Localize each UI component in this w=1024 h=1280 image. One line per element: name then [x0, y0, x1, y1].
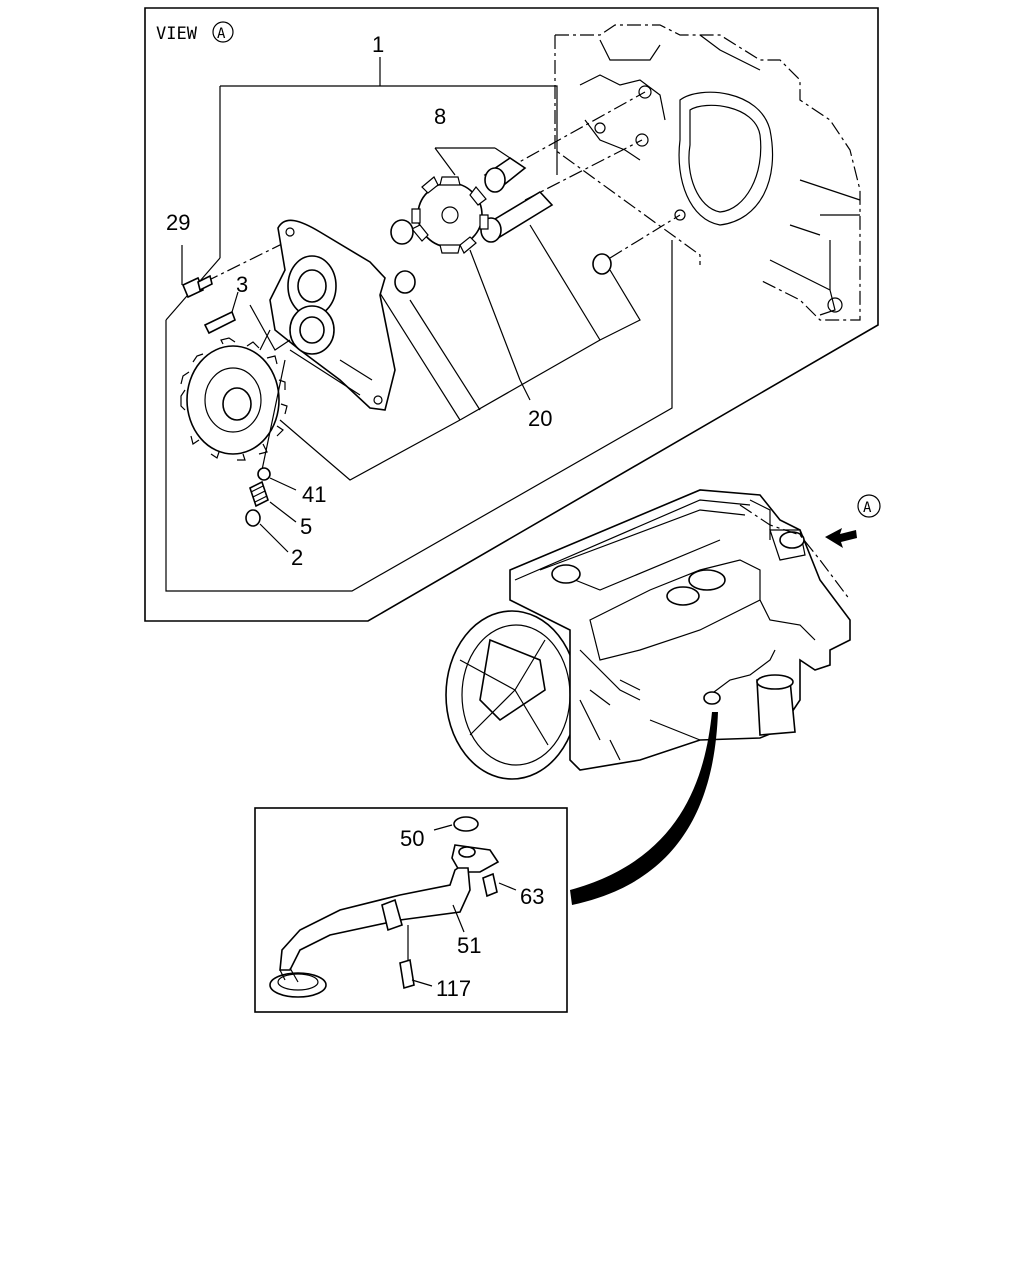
callout-117: 117: [436, 976, 471, 1001]
callout-51: 51: [457, 933, 481, 958]
callout-20: 20: [528, 406, 552, 431]
engine-assembly: [445, 489, 851, 780]
part-20-gears: [377, 176, 641, 421]
view-marker-circle: [212, 21, 234, 43]
part-29-bolt: [181, 245, 213, 299]
drive-gear: [180, 337, 288, 461]
pump-body: [269, 219, 396, 411]
relief-valve-parts: [245, 467, 297, 553]
callout-50: 50: [400, 826, 424, 851]
engine-view-marker: A: [863, 500, 872, 516]
part-8-shafts: [434, 147, 554, 243]
drive-gear-leaders: [259, 329, 461, 481]
part-3-pin: [203, 291, 291, 351]
callout-63: 63: [520, 884, 544, 909]
callout-8: 8: [434, 104, 446, 129]
callout-41: 41: [302, 482, 326, 507]
oil-strainer-detail: [254, 807, 568, 1013]
assembly-bracket: [165, 57, 673, 592]
assembly-lines: [204, 91, 681, 283]
detail-pointer: [570, 712, 718, 905]
callout-1: 1: [372, 32, 384, 57]
view-a-frame: VIEW A: [144, 7, 879, 622]
view-title: VIEW: [156, 24, 198, 44]
callout-labels: 1 8 29 3 20 41 5 2 50 63 51 117: [166, 32, 552, 1001]
callout-2: 2: [291, 545, 303, 570]
callout-3: 3: [236, 272, 248, 297]
view-a-arrow: A: [825, 494, 881, 548]
callout-29: 29: [166, 210, 190, 235]
view-marker: A: [217, 26, 226, 42]
engine-block-outline: [554, 24, 861, 321]
callout-5: 5: [300, 514, 312, 539]
